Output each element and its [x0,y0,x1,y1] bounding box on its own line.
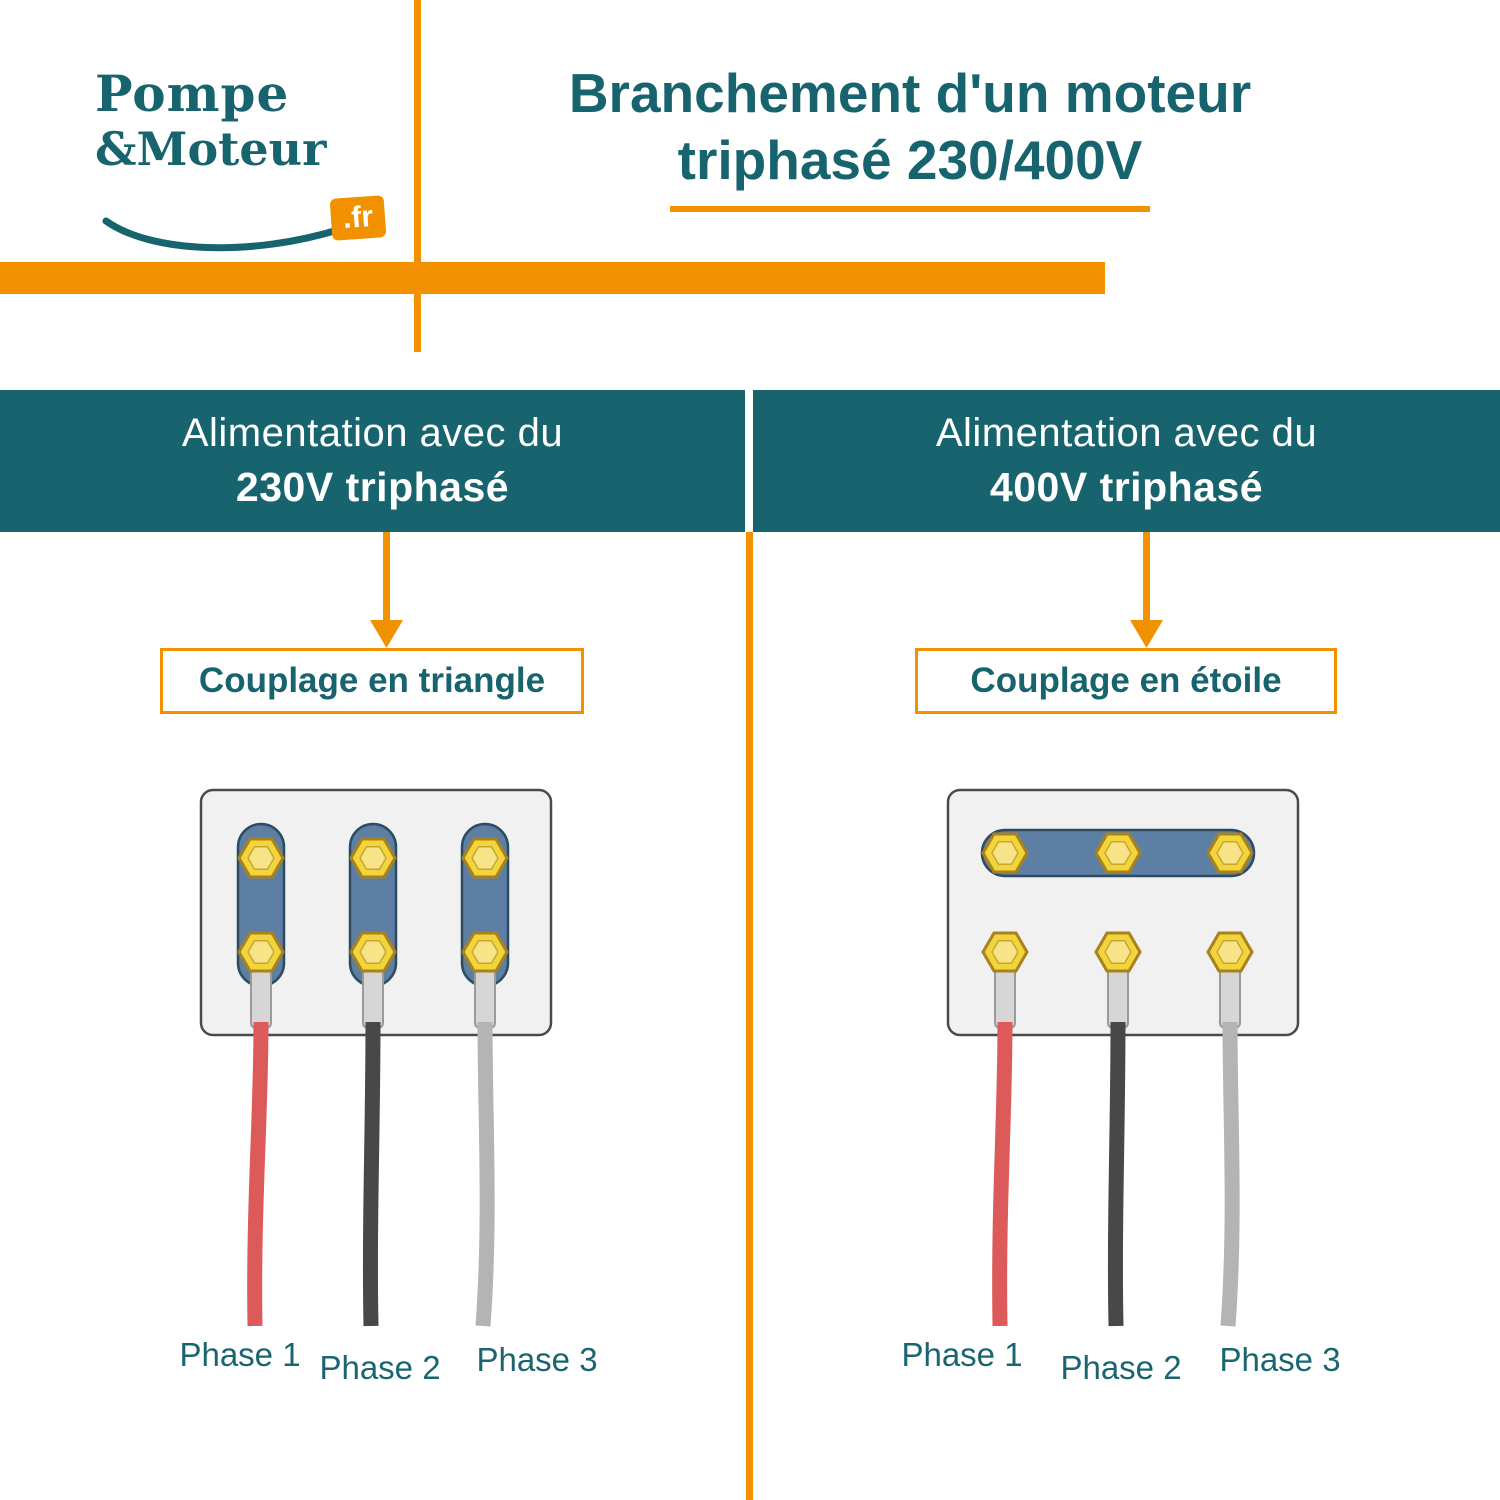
arrow-down-right-icon [1130,532,1163,648]
logo-fr-badge: .fr [329,195,387,241]
terminal-nut [237,931,285,973]
header-400v: Alimentation avec du 400V triphasé [753,390,1500,532]
terminal-box-star-diagram [946,788,1300,1327]
wire-phase2-dark [362,1021,381,1327]
logo: Pompe &Moteur .fr [95,64,387,252]
terminal-nut [981,931,1029,973]
arrow-down-left-icon [370,532,403,648]
wire-phase2-dark [1107,1021,1126,1327]
phase-label: Phase 2 [1060,1349,1182,1386]
page-title-line2: triphasé 230/400V [669,127,1151,213]
header-400v-line2: 400V triphasé [989,464,1264,510]
page-title: Branchement d'un moteur triphasé 230/400… [520,60,1300,213]
phase-label: Phase 3 [1219,1341,1341,1378]
logo-swoosh-icon [102,217,345,252]
phase-label: Phase 1 [179,1336,301,1373]
coupling-etoile-box: Couplage en étoile [915,648,1337,714]
logo-word-moteur: &Moteur [95,121,327,176]
terminal-nut [1094,931,1142,973]
phase-label: Phase 3 [476,1341,598,1378]
terminal-nut [461,837,509,879]
terminal-nut [349,837,397,879]
wire-phase3-gray [1220,1021,1240,1327]
terminal-nut [461,931,509,973]
header-230v: Alimentation avec du 230V triphasé [0,390,745,532]
wire-phase1-red [247,1021,269,1327]
terminal-nut [1206,832,1254,874]
horizontal-accent-bar [0,262,1105,294]
terminal-box-delta-diagram [199,788,553,1327]
coupling-etoile-label: Couplage en étoile [970,661,1282,700]
coupling-triangle-label: Couplage en triangle [198,661,546,700]
header-230v-line1: Alimentation avec du [181,411,564,455]
terminal-nut [237,837,285,879]
header-400v-line1: Alimentation avec du [935,411,1318,455]
coupling-triangle-box: Couplage en triangle [160,648,584,714]
top-vertical-divider [414,0,421,352]
page-title-line1: Branchement d'un moteur [568,62,1252,124]
wire-phase3-gray [475,1021,495,1327]
terminal-nut [981,832,1029,874]
center-vertical-divider [746,532,753,1500]
logo-word-pompe: Pompe [95,64,290,123]
phase-label: Phase 1 [901,1336,1023,1373]
wire-phase1-red [992,1021,1013,1327]
header-230v-line2: 230V triphasé [235,464,510,510]
phase-label: Phase 2 [319,1349,441,1386]
terminal-nut [1094,832,1142,874]
terminal-nut [349,931,397,973]
terminal-nut [1206,931,1254,973]
